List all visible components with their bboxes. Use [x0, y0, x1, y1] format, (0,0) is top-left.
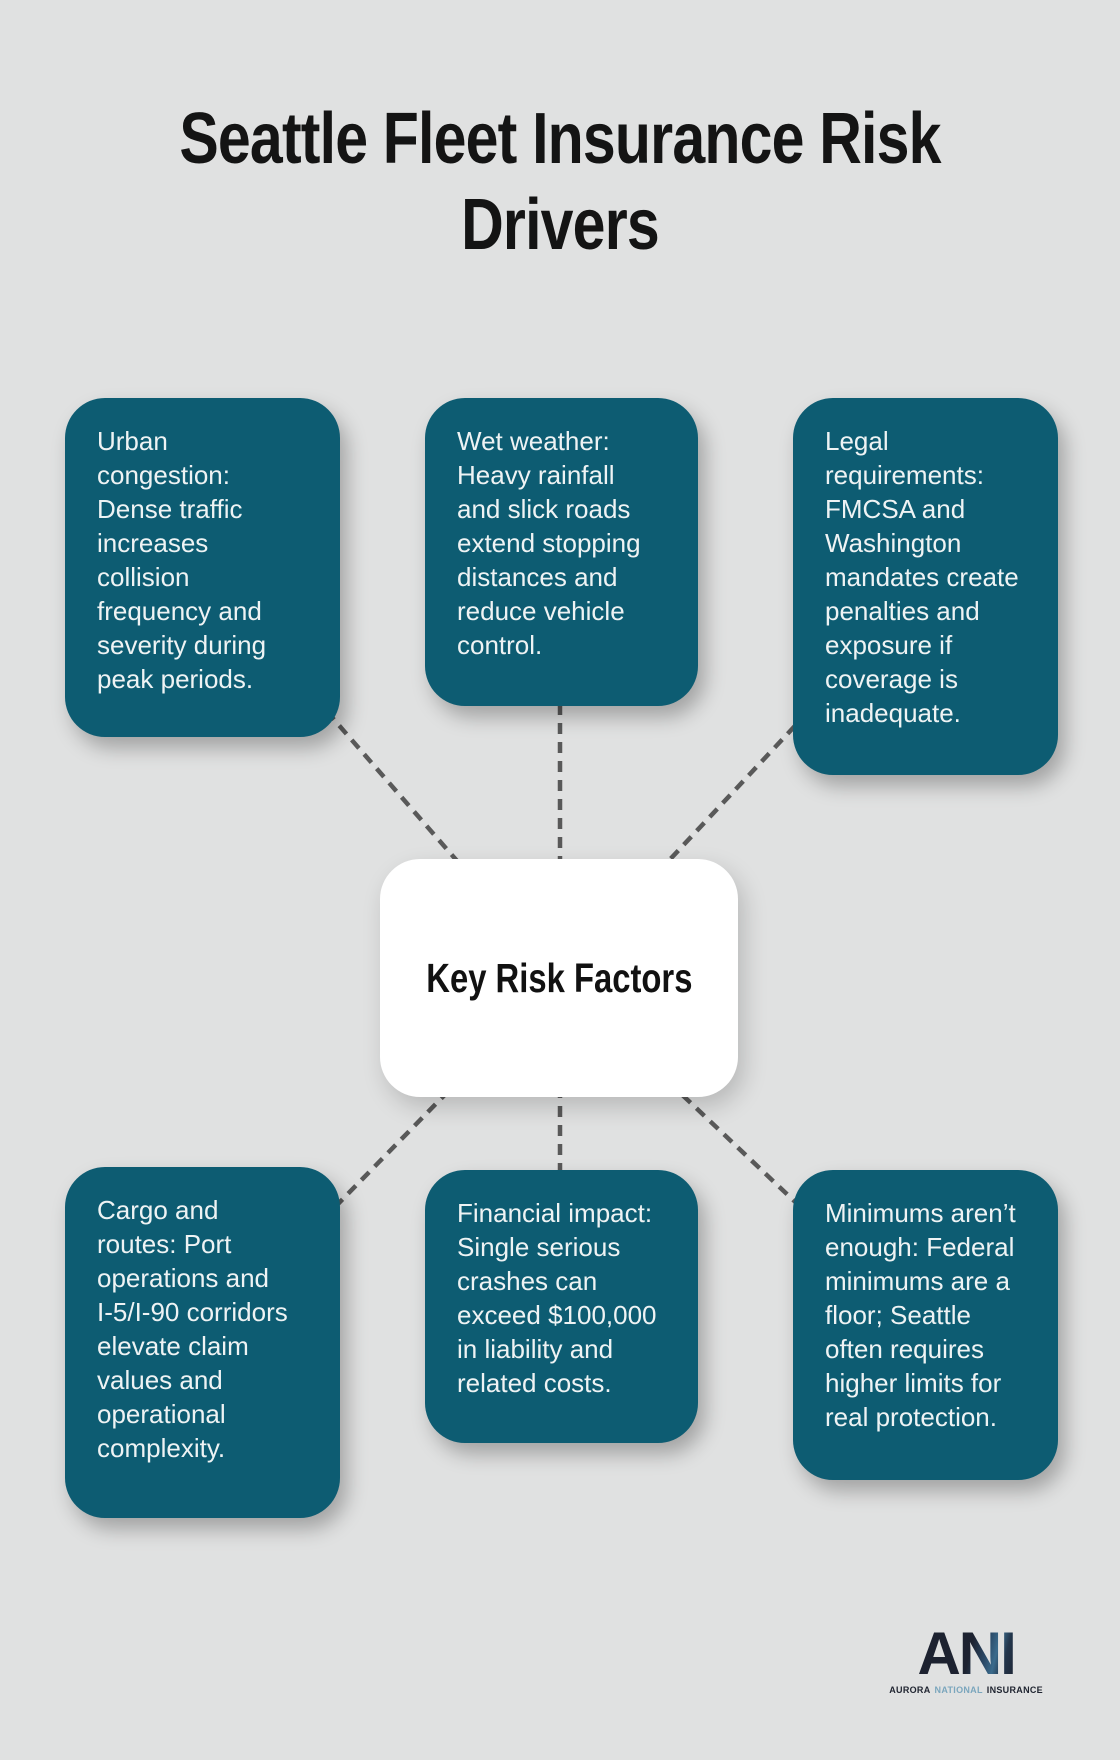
factor-urban-congestion: Urban congestion: Dense traffic increase…	[65, 398, 340, 737]
logo-tagline-aurora: AURORA	[889, 1685, 931, 1695]
factor-minimums-arent-enough-text: Minimums aren’t enough: Federal minimums…	[825, 1198, 1016, 1432]
factor-wet-weather: Wet weather: Heavy rainfall and slick ro…	[425, 398, 698, 706]
logo-tagline-insurance: INSURANCE	[986, 1685, 1043, 1695]
factor-urban-congestion-text: Urban congestion: Dense traffic increase…	[97, 426, 267, 694]
factor-wet-weather-text: Wet weather: Heavy rainfall and slick ro…	[457, 426, 641, 660]
factor-financial-impact-text: Financial impact: Single serious crashes…	[457, 1198, 657, 1398]
factor-cargo-and-routes: Cargo and routes: Port operations and I-…	[65, 1167, 340, 1518]
connector-top-left	[200, 566, 561, 980]
logo-tagline-national: NATIONAL	[934, 1685, 983, 1695]
factor-financial-impact: Financial impact: Single serious crashes…	[425, 1170, 698, 1443]
logo-acronym: ANI	[889, 1624, 1043, 1684]
center-node-label: Key Risk Factors	[425, 954, 693, 1001]
center-node: Key Risk Factors	[380, 859, 738, 1097]
factor-minimums-arent-enough: Minimums aren’t enough: Federal minimums…	[793, 1170, 1058, 1480]
factor-legal-requirements: Legal requirements: FMCSA and Washington…	[793, 398, 1058, 775]
logo-tagline: AURORA NATIONAL INSURANCE	[889, 1685, 1043, 1695]
company-logo: ANI AURORA NATIONAL INSURANCE	[889, 1624, 1043, 1696]
factor-legal-requirements-text: Legal requirements: FMCSA and Washington…	[825, 426, 1019, 728]
page-title: Seattle Fleet Insurance Risk Drivers	[179, 99, 941, 265]
factor-cargo-and-routes-text: Cargo and routes: Port operations and I-…	[97, 1195, 288, 1463]
